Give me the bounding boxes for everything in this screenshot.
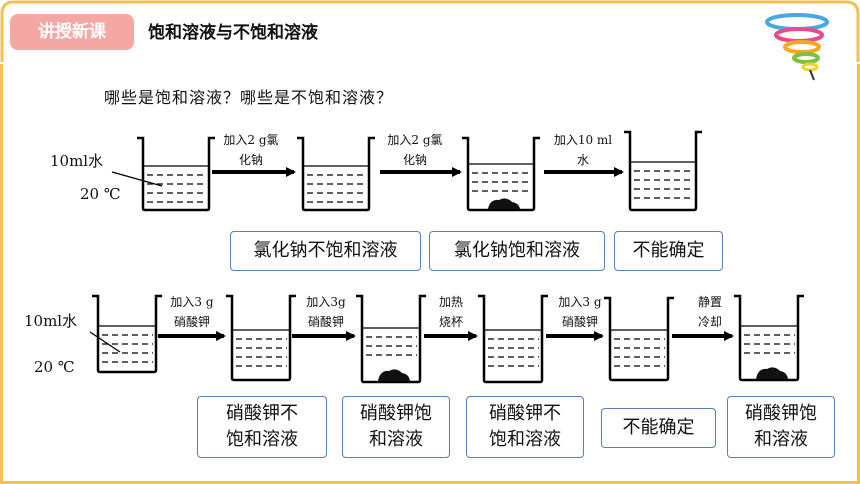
spiral-logo-icon [765, 13, 829, 81]
row1-pointer [111, 171, 163, 187]
beaker-8 [478, 294, 548, 384]
row2-step-3: 加热烧杯 [438, 295, 463, 329]
row2-volume-label: 10ml水 [24, 312, 78, 330]
row1-result-1: 氯化钠不饱和溶液 [230, 231, 421, 271]
precipitate-icon [488, 198, 520, 209]
beaker-7 [356, 294, 426, 384]
beaker-4 [624, 130, 702, 212]
beaker-1 [137, 136, 215, 212]
beaker-2 [297, 136, 375, 212]
row1-result-3: 不能确定 [614, 231, 723, 271]
row2-result-4: 不能确定 [601, 408, 716, 448]
beaker-10 [734, 294, 804, 382]
row2-temp-label: 20 ℃ [34, 358, 75, 376]
row2-pointer [89, 331, 121, 353]
row1-step-1: 加入2 g氯化钠 [223, 133, 279, 167]
beaker-3 [462, 136, 540, 212]
row1-result-2: 氯化钠饱和溶液 [429, 231, 605, 271]
question-text: 哪些是饱和溶液？哪些是不饱和溶液？ [104, 88, 394, 107]
row2-result-1: 硝酸钾不饱和溶液 [197, 396, 327, 458]
page-title: 饱和溶液与不饱和溶液 [148, 23, 318, 43]
row1-temp-label: 20 ℃ [80, 185, 121, 203]
header-bracket [0, 0, 860, 62]
beaker-6 [226, 294, 296, 382]
section-tag: 讲授新课 [10, 14, 134, 50]
row1-volume-label: 10ml水 [50, 152, 104, 170]
row2-result-5: 硝酸钾饱和溶液 [727, 396, 835, 458]
beaker-9 [604, 296, 674, 382]
precipitate-icon [756, 367, 788, 379]
beaker-5 [92, 294, 162, 374]
precipitate-icon [378, 369, 410, 381]
row2-step-5: 静置冷却 [697, 295, 722, 329]
content-frame [0, 64, 860, 484]
row2-result-2: 硝酸钾饱和溶液 [342, 396, 450, 458]
row2-result-3: 硝酸钾不饱和溶液 [466, 396, 584, 458]
row1-step-2: 加入2 g氯化钠 [387, 133, 443, 167]
